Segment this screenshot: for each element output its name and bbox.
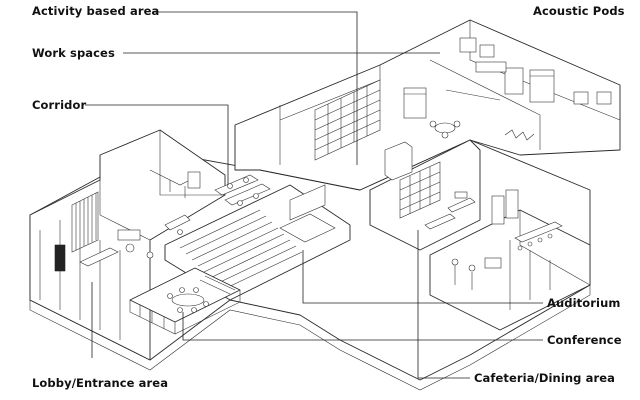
corridor-desks [164, 174, 271, 235]
cafeteria-room [369, 139, 481, 251]
leader-cafeteria [417, 230, 470, 379]
lobby-wing [29, 129, 226, 361]
label-cafeteria-dining: Cafeteria/Dining area [474, 371, 616, 385]
dining-tables [429, 189, 591, 331]
label-auditorium: Auditorium [547, 296, 621, 310]
label-acoustic-pods: Acoustic Pods [533, 4, 625, 18]
leader-auditorium [302, 250, 543, 304]
lobby-panel [71, 191, 99, 253]
leader-activity-based-area [152, 11, 358, 165]
conference-room [129, 267, 241, 335]
work-space-shelving [314, 79, 381, 161]
label-activity-based-area: Activity based area [32, 4, 160, 18]
auditorium-seats [179, 209, 303, 291]
leader-conference [182, 312, 543, 341]
acoustic-pods [403, 37, 612, 141]
cafeteria-shelving [399, 161, 441, 219]
label-work-spaces: Work spaces [32, 46, 115, 60]
leader-lines [85, 11, 543, 379]
auditorium-room [164, 184, 351, 301]
label-lobby-entrance: Lobby/Entrance area [32, 376, 169, 390]
label-corridor: Corridor [32, 98, 87, 112]
label-conference: Conference [547, 333, 622, 347]
leader-corridor [85, 104, 229, 185]
